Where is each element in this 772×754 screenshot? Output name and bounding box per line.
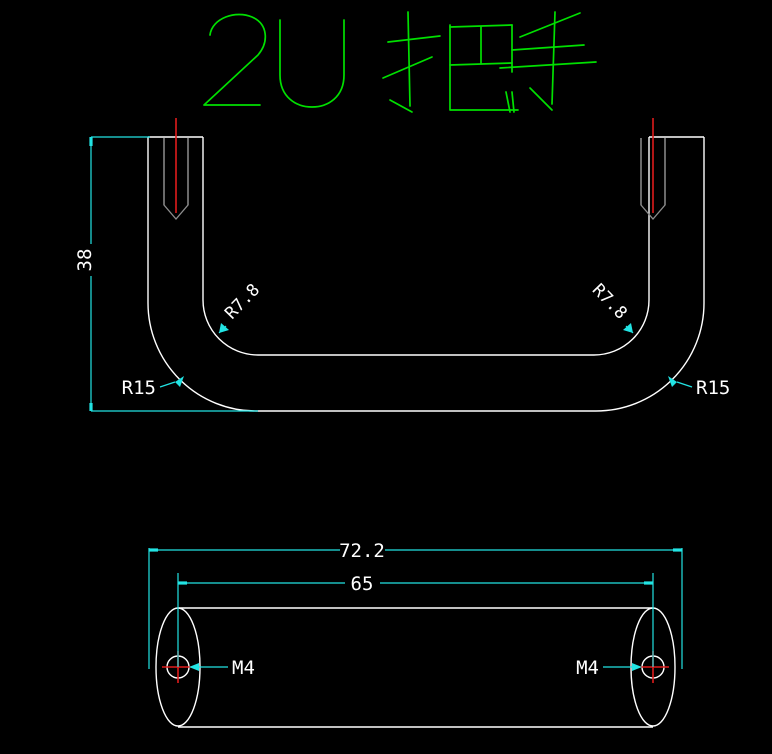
r15-right-leader-line [676, 381, 693, 388]
m4-right-arrow [632, 663, 642, 671]
title-2u-bashou [203, 11, 597, 113]
r78-right-arrow [623, 323, 633, 333]
thread-callout-right[interactable]: M4 [576, 657, 642, 679]
r15-right-value: R15 [696, 377, 730, 399]
r78-left-arrow [219, 323, 229, 333]
m4-left-value: M4 [232, 657, 255, 679]
height-dimension-value: 38 [74, 249, 96, 272]
thread-callout-left[interactable]: M4 [189, 657, 255, 679]
radius-leader-r15-right[interactable]: R15 [668, 376, 730, 399]
height-dimension-38[interactable]: 38 [74, 136, 258, 412]
length-dimension-value: 72.2 [339, 540, 385, 562]
tapped-hole-left [163, 138, 189, 220]
front-view-inner-profile [202, 137, 650, 356]
r15-left-value: R15 [122, 377, 156, 399]
front-view-outer-profile [147, 137, 705, 412]
spacing-dimension-65[interactable]: 65 [178, 573, 653, 595]
spacing-dimension-value: 65 [351, 573, 374, 595]
r15-left-leader-line [159, 381, 176, 388]
r15-right-arrow [668, 376, 677, 387]
radius-leader-r15-left[interactable]: R15 [122, 376, 184, 399]
m4-left-arrow [189, 663, 199, 671]
r15-left-arrow [175, 376, 184, 387]
tapped-hole-right [640, 138, 666, 220]
m4-right-value: M4 [576, 657, 599, 679]
length-dimension-722[interactable]: 72.2 [149, 540, 682, 562]
